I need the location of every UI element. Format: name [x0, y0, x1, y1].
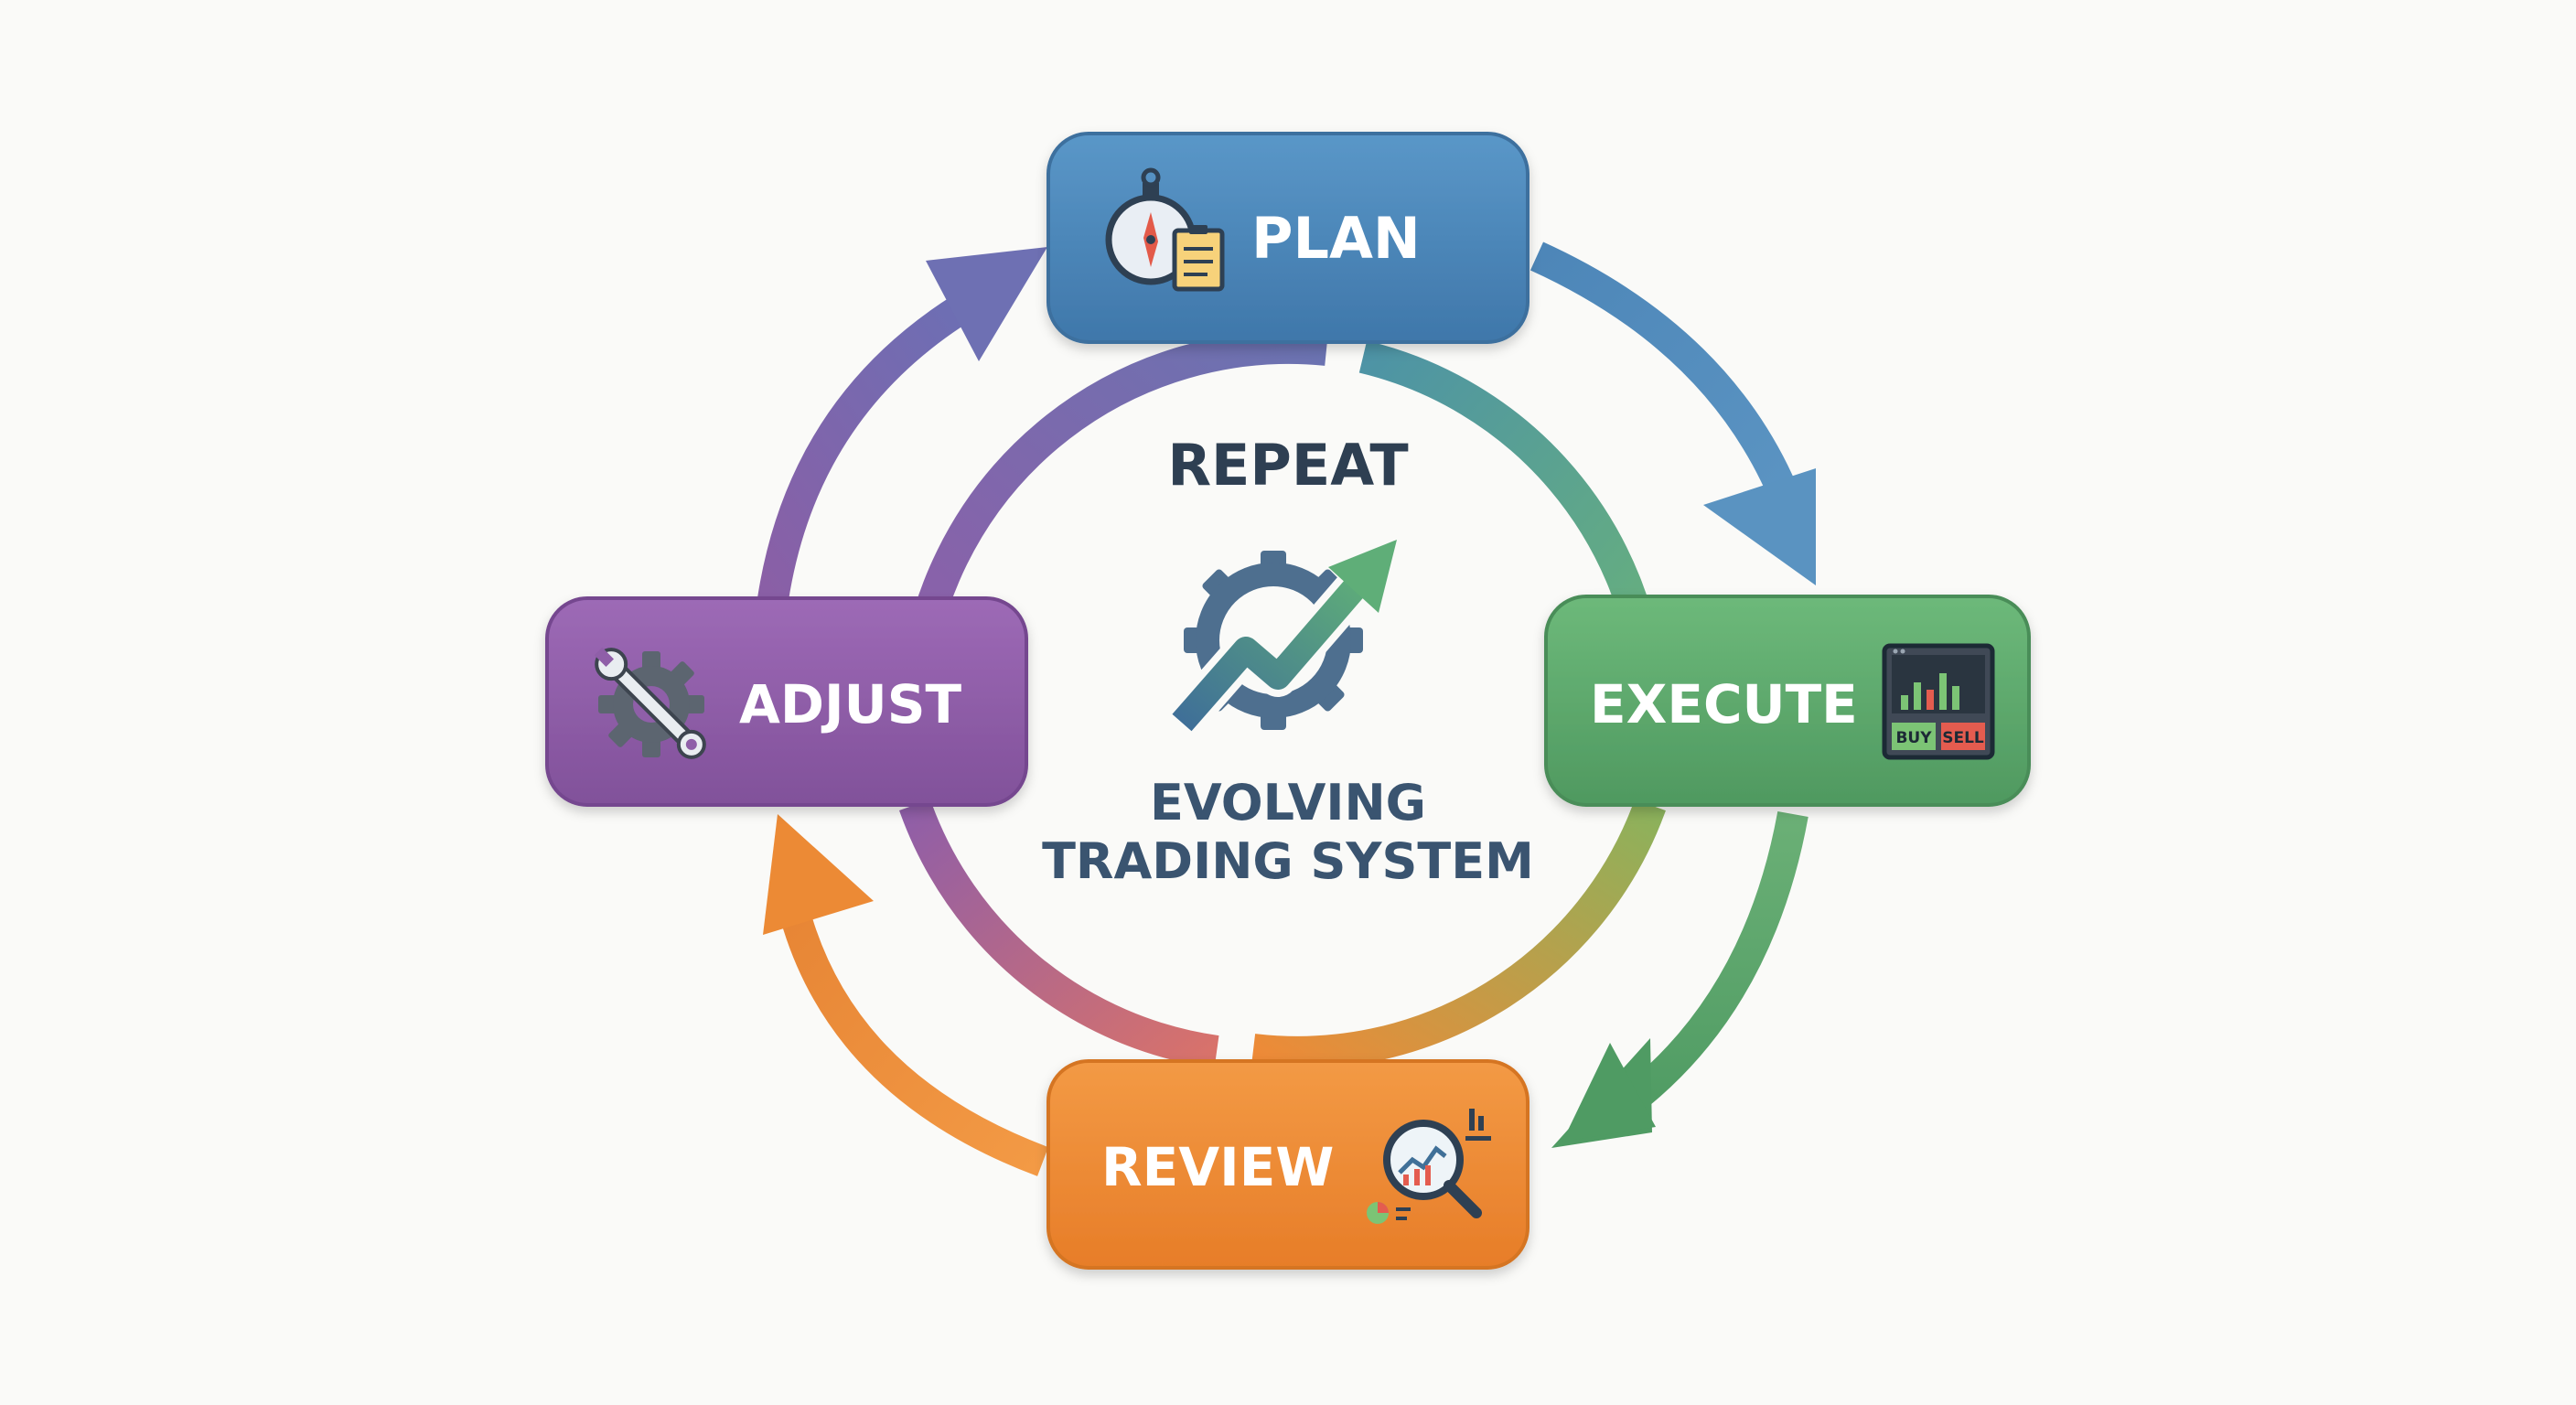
- center-title-line1: EVOLVING: [1150, 774, 1426, 831]
- magnifier-chart-icon: [1367, 1109, 1491, 1224]
- step-execute-box[interactable]: EXECUTE BUY SELL: [1544, 595, 2031, 807]
- step-plan-box[interactable]: PLAN: [1046, 132, 1530, 344]
- arrow-plan-to-execute: [1530, 241, 1816, 585]
- gear-wrench-icon: [594, 647, 706, 759]
- step-execute-label: EXECUTE: [1590, 673, 1858, 735]
- step-review-box[interactable]: REVIEW: [1046, 1059, 1530, 1270]
- arrow-execute-to-review: [1551, 810, 1809, 1148]
- stopwatch-clipboard-icon: [1105, 167, 1225, 292]
- sell-label: SELL: [1942, 729, 1984, 747]
- buy-label: BUY: [1895, 729, 1932, 747]
- step-adjust-label: ADJUST: [739, 673, 961, 735]
- arrow-adjust-to-plan: [757, 247, 1047, 602]
- step-plan-label: PLAN: [1251, 205, 1421, 272]
- repeat-label: REPEAT: [1167, 432, 1408, 499]
- center-hub: REPEAT EVOLVING TRADING SYSTEM: [1042, 432, 1534, 890]
- center-title-line2: TRADING SYSTEM: [1042, 832, 1534, 890]
- step-review-label: REVIEW: [1101, 1136, 1334, 1198]
- arrow-review-to-adjust: [763, 814, 1048, 1176]
- trading-screen-icon: BUY SELL: [1882, 643, 1995, 760]
- gear-arrow-growth-icon: [1166, 540, 1397, 736]
- step-adjust-box[interactable]: ADJUST: [545, 596, 1028, 807]
